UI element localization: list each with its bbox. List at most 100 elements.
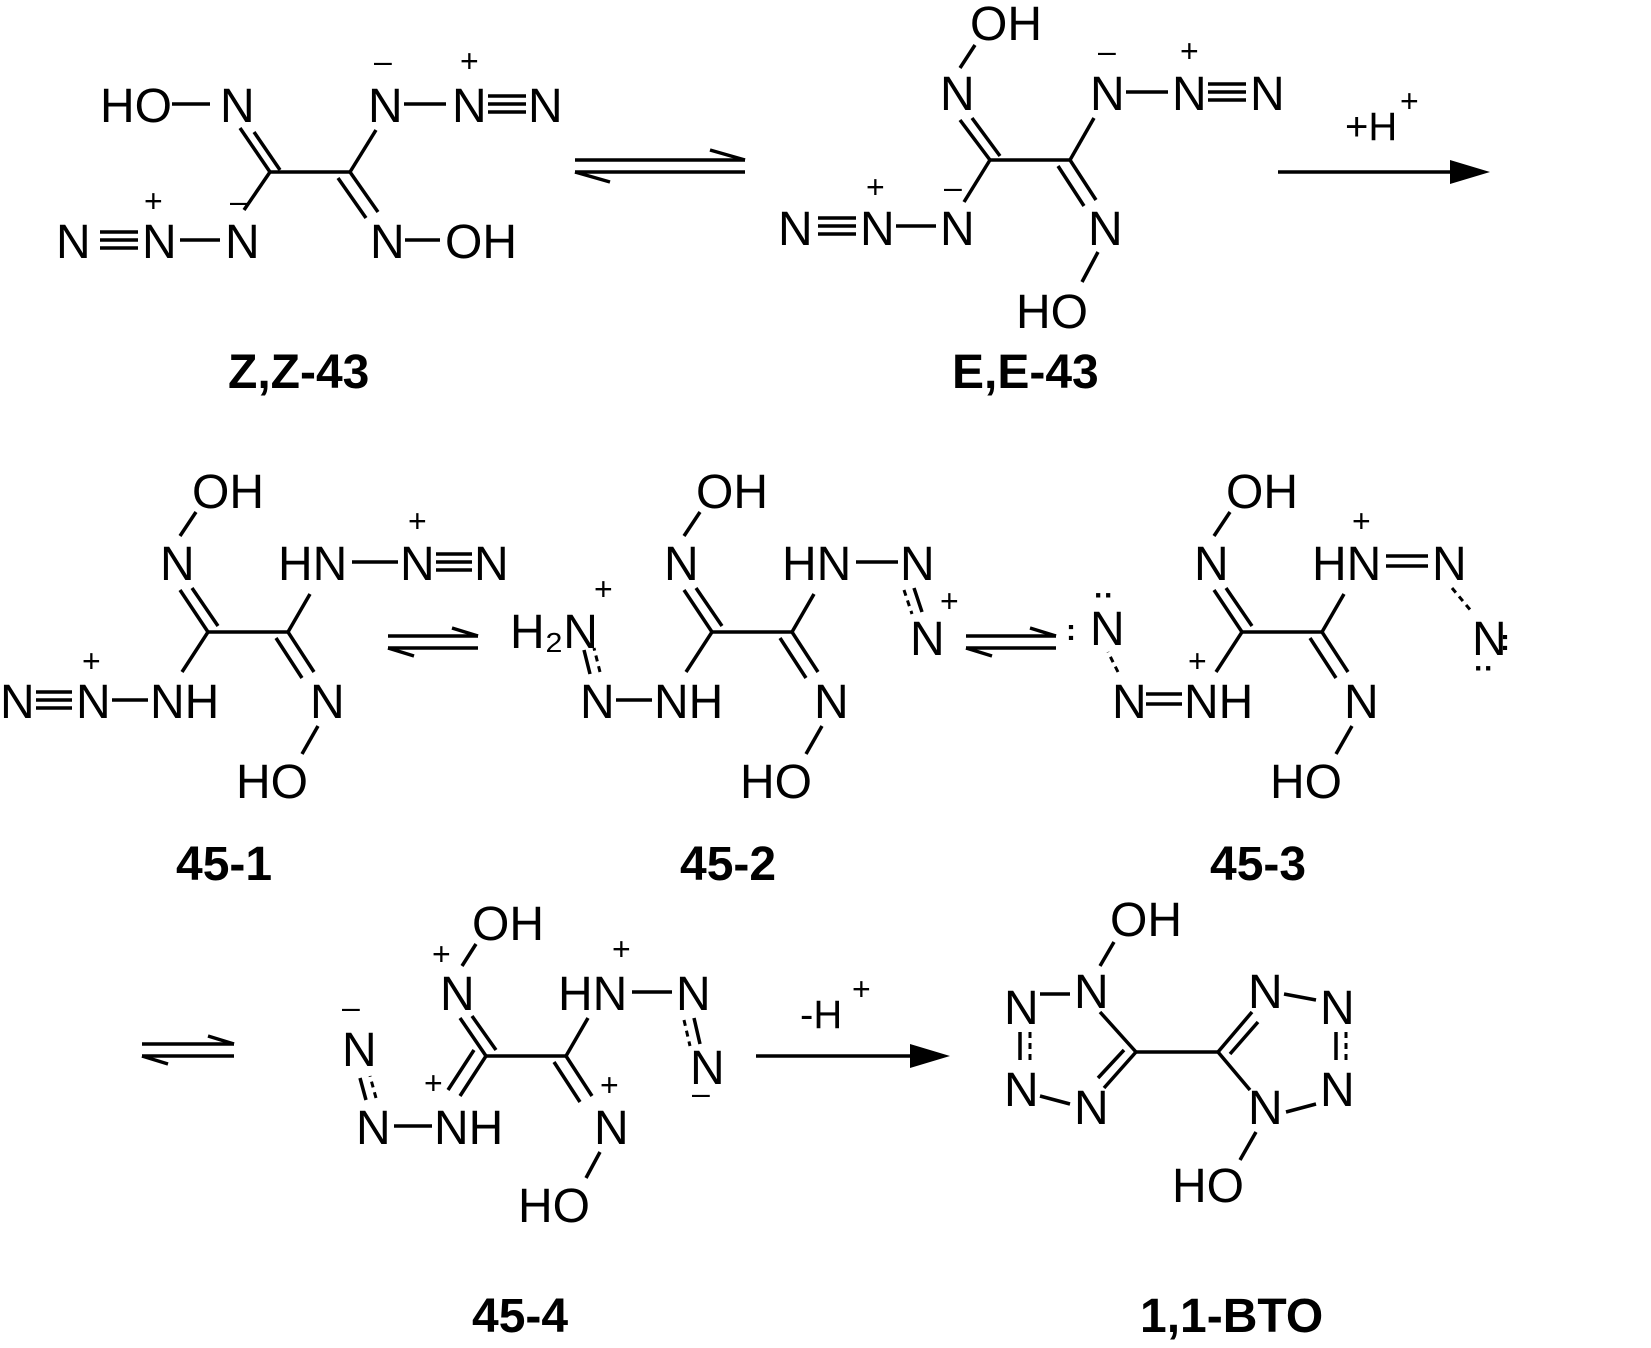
charge-minus: – (230, 183, 248, 219)
atom-n: N (400, 538, 435, 591)
atom-n: N (1090, 68, 1125, 121)
bond (962, 159, 992, 203)
atom-nh: NH (1184, 676, 1253, 729)
condition-deprotonate: -H (800, 993, 842, 1037)
atom-n: N (370, 216, 405, 269)
atom-n: N (1250, 68, 1285, 121)
bond (458, 1017, 488, 1057)
charge-plus: + (424, 1065, 443, 1101)
atom-n: N (1074, 1082, 1109, 1135)
charge-minus: – (692, 1075, 710, 1111)
bond (446, 1049, 476, 1091)
atom-n: N (220, 80, 255, 133)
bond (1216, 1010, 1254, 1054)
bond (694, 587, 724, 627)
molecule-45-2: OH N NH N H₂N + HN N N + N HO 45-2 (510, 466, 959, 891)
atom-n: N (56, 216, 91, 269)
bond (190, 587, 220, 627)
charge-plus: + (1180, 33, 1199, 69)
bond (470, 1014, 498, 1052)
bond (358, 1077, 368, 1101)
bond (790, 631, 820, 673)
bond (682, 589, 714, 633)
label-1-1-bto: 1,1-BTO (1140, 1290, 1323, 1343)
bond (1068, 117, 1096, 161)
atom-hn: HN (782, 538, 851, 591)
charge-plus: + (612, 931, 631, 967)
atom-oh: OH (696, 466, 768, 519)
bond (1228, 1020, 1260, 1056)
bond (564, 1055, 594, 1097)
molecule-45-3: OH N NH + N N : ·· HN + N N : ·· N HO 45… (1066, 466, 1510, 891)
bond (1216, 1050, 1252, 1092)
equilibrium-arrow (574, 148, 746, 184)
atom-n: N (225, 216, 260, 269)
atom-oh: OH (970, 0, 1042, 51)
atom-h2n: H₂N (510, 606, 598, 659)
lone-pair: ·· (1474, 652, 1494, 685)
bond (1320, 631, 1350, 673)
bond (582, 649, 592, 675)
bond (1096, 1048, 1126, 1080)
label-ee43: E,E-43 (952, 346, 1099, 399)
atom-ho: HO (740, 756, 812, 809)
lone-pair: : (1500, 624, 1510, 657)
bond (336, 176, 368, 220)
atom-n: N (594, 1102, 629, 1155)
equilibrium-arrow (141, 1034, 235, 1066)
molecule-45-4: OH N + NH + N N – HN + N N – N + HO 45-4 (342, 898, 725, 1343)
bond (460, 943, 478, 967)
bond (902, 589, 914, 615)
bond (1334, 725, 1354, 755)
atom-n: N (160, 538, 195, 591)
bond (1098, 941, 1116, 967)
molecule-45-1: OH N NH N + N HN N + N N HO 45-1 (0, 466, 509, 891)
protonation-arrow: +H + (1278, 83, 1490, 184)
molecule-1-1-bto: OH N N N N N N N N HO 1,1-BTO (1004, 894, 1355, 1343)
bond (300, 725, 320, 755)
bond (804, 725, 824, 755)
atom-ho: HO (236, 756, 308, 809)
atom-n: N (342, 1024, 377, 1077)
bond (958, 118, 992, 162)
atom-n: N (76, 676, 111, 729)
bond (684, 631, 714, 673)
bond (1450, 587, 1474, 613)
bond (1098, 1010, 1138, 1054)
condition-protonate: +H (1345, 105, 1397, 149)
atom-n: N (910, 613, 945, 666)
atom-n: N (528, 80, 563, 133)
atom-oh: OH (192, 466, 264, 519)
atom-n: N (1432, 538, 1467, 591)
atom-n: N (580, 676, 615, 729)
bond (238, 127, 272, 173)
atom-n: N (1004, 982, 1039, 1035)
bond (1283, 992, 1317, 1002)
bond (274, 637, 304, 679)
atom-n: N (452, 80, 487, 133)
atom-nh: NH (654, 676, 723, 729)
atom-ho: HO (1172, 1160, 1244, 1213)
charge-plus: + (1352, 503, 1371, 539)
charge-plus: + (1188, 643, 1207, 679)
bond (1039, 1094, 1071, 1106)
bond (178, 511, 198, 537)
atom-oh: OH (1226, 466, 1298, 519)
atom-oh: OH (472, 898, 544, 951)
equilibrium-arrow (387, 626, 479, 658)
atom-n: N (1320, 982, 1355, 1035)
atom-n: N (690, 1042, 725, 1095)
bond (178, 589, 210, 633)
charge-plus: + (940, 583, 959, 619)
bond (1080, 251, 1100, 283)
label-45-1: 45-1 (176, 838, 272, 891)
atom-n: N (1074, 966, 1109, 1019)
bond (286, 593, 312, 633)
label-45-4: 45-4 (472, 1290, 568, 1343)
bond (242, 171, 272, 211)
bond (348, 129, 378, 173)
bond (552, 1061, 582, 1103)
bond (348, 170, 380, 214)
bond (692, 1017, 702, 1045)
